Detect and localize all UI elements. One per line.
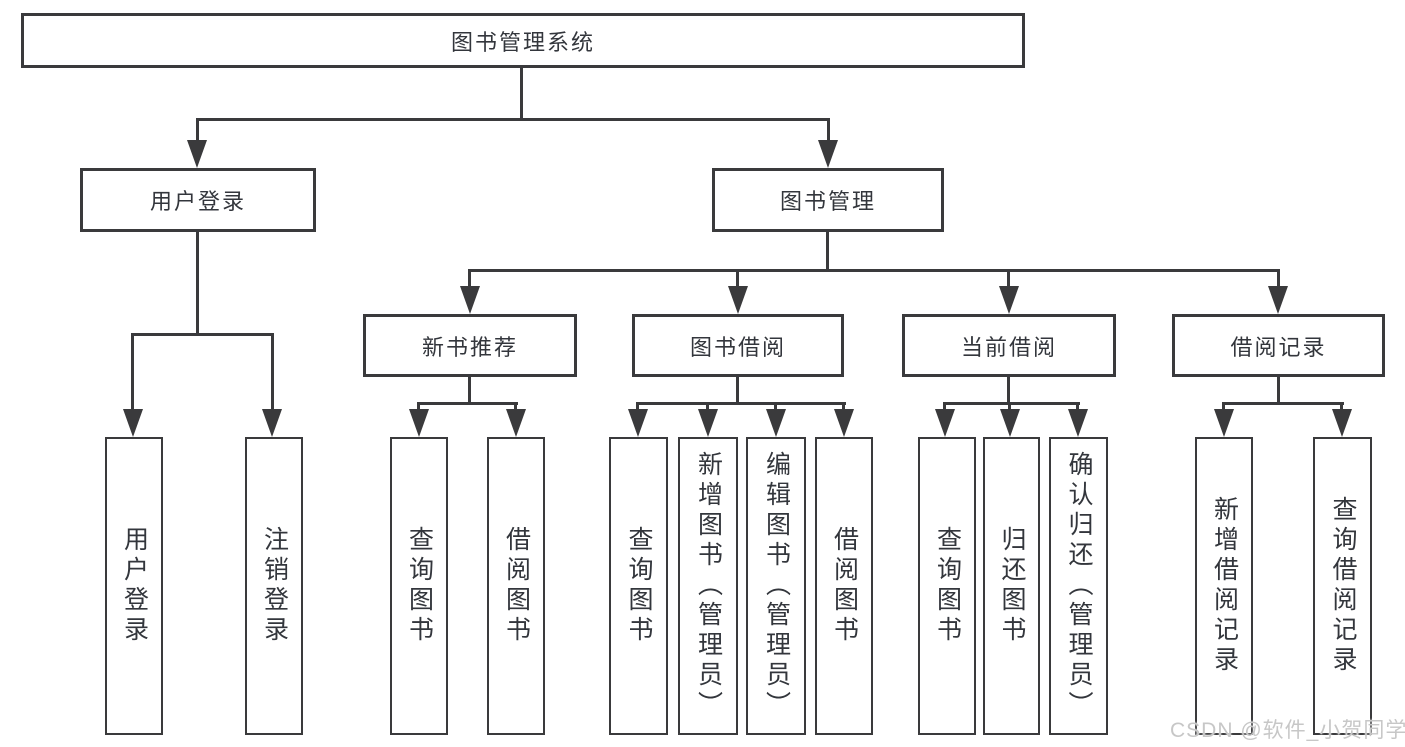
line-horizontal xyxy=(943,402,1080,405)
line-horizontal xyxy=(636,402,846,405)
leaf-label: 查询图书 xyxy=(933,526,962,646)
arrow-down-icon xyxy=(187,140,207,168)
line-vertical xyxy=(1277,377,1280,405)
leaf-label: 新增图书（管理员） xyxy=(694,451,723,721)
node-root-label: 图书管理系统 xyxy=(450,29,595,55)
arrow-down-icon xyxy=(728,286,748,314)
line-stem xyxy=(706,402,709,412)
node-book-borrowing: 图书借阅 xyxy=(632,314,844,377)
leaf-label: 借阅图书 xyxy=(830,526,859,646)
leaf-borrow-books-recommend: 借阅图书 xyxy=(487,437,545,735)
node-new-book-recommendation: 新书推荐 xyxy=(363,314,577,377)
node-root: 图书管理系统 xyxy=(21,13,1025,68)
node-label: 新书推荐 xyxy=(421,334,518,360)
node-book-management-label: 图书管理 xyxy=(779,189,876,214)
arrow-down-icon xyxy=(935,409,955,437)
arrow-down-icon xyxy=(506,409,526,437)
line-vertical xyxy=(826,232,829,272)
line-stem xyxy=(1008,402,1011,412)
leaf-query-books-recommend: 查询图书 xyxy=(390,437,448,735)
arrow-down-icon xyxy=(698,409,718,437)
arrow-down-icon xyxy=(834,409,854,437)
arrow-down-icon xyxy=(1268,286,1288,314)
leaf-add-book-admin: 新增图书（管理员） xyxy=(678,437,738,735)
line-vertical xyxy=(468,377,471,405)
line-root-vertical xyxy=(520,68,523,120)
watermark: CSDN @软件_小贺同学 xyxy=(1170,719,1405,742)
leaf-label: 用户登录 xyxy=(120,526,149,646)
arrow-down-icon xyxy=(1332,409,1352,437)
arrow-down-icon xyxy=(1000,409,1020,437)
line-stem xyxy=(468,269,471,289)
line-stem xyxy=(131,333,134,413)
leaf-query-books-borrowing: 查询图书 xyxy=(609,437,668,735)
arrow-down-icon xyxy=(766,409,786,437)
line-horizontal xyxy=(468,269,1280,272)
node-label: 当前借阅 xyxy=(960,334,1057,360)
arrow-down-icon xyxy=(628,409,648,437)
node-label: 图书借阅 xyxy=(689,334,786,360)
line-stem xyxy=(1277,269,1280,289)
arrow-down-icon xyxy=(123,409,143,437)
node-current-borrowing: 当前借阅 xyxy=(902,314,1116,377)
line-stem xyxy=(1222,402,1225,412)
leaf-edit-book-admin: 编辑图书（管理员） xyxy=(746,437,806,735)
leaf-borrow-books-borrowing: 借阅图书 xyxy=(815,437,873,735)
line-stem xyxy=(271,333,274,413)
line-horizontal xyxy=(1222,402,1344,405)
line-stem xyxy=(943,402,946,412)
line-stem xyxy=(774,402,777,412)
leaf-query-borrow-record: 查询借阅记录 xyxy=(1313,437,1372,735)
line-stem xyxy=(736,269,739,289)
line-vertical xyxy=(1007,377,1010,405)
leaf-label: 新增借阅记录 xyxy=(1210,496,1239,676)
line-stem xyxy=(1340,402,1343,412)
leaf-confirm-return-admin: 确认归还（管理员） xyxy=(1049,437,1108,735)
line-stem xyxy=(1007,269,1010,289)
arrow-down-icon xyxy=(1068,409,1088,437)
line-vertical xyxy=(736,377,739,405)
leaf-label: 确认归还（管理员） xyxy=(1065,451,1093,721)
line-stem xyxy=(1076,402,1079,412)
line-stem xyxy=(842,402,845,412)
node-label: 借阅记录 xyxy=(1230,334,1327,360)
leaf-label: 查询图书 xyxy=(405,526,434,646)
arrow-down-icon xyxy=(1214,409,1234,437)
leaf-label: 编辑图书（管理员） xyxy=(762,451,791,721)
line-horizontal xyxy=(131,333,274,336)
node-user-login: 用户登录 xyxy=(80,168,316,232)
line-stem-book-management xyxy=(827,118,830,144)
line-vertical xyxy=(196,232,199,336)
leaf-label: 注销登录 xyxy=(260,526,289,646)
leaf-label: 归还图书 xyxy=(998,526,1026,646)
leaf-add-borrow-record: 新增借阅记录 xyxy=(1195,437,1253,735)
arrow-down-icon xyxy=(999,286,1019,314)
leaf-user-login: 用户登录 xyxy=(105,437,163,735)
leaf-logout: 注销登录 xyxy=(245,437,303,735)
line-stem xyxy=(636,402,639,412)
line-stem xyxy=(417,402,420,412)
node-book-management: 图书管理 xyxy=(712,168,944,232)
arrow-down-icon xyxy=(818,140,838,168)
arrow-down-icon xyxy=(460,286,480,314)
leaf-label: 查询图书 xyxy=(625,526,653,646)
node-borrowing-records: 借阅记录 xyxy=(1172,314,1385,377)
leaf-return-books: 归还图书 xyxy=(983,437,1040,735)
leaf-label: 查询借阅记录 xyxy=(1329,496,1357,676)
leaf-query-books-current: 查询图书 xyxy=(918,437,976,735)
arrow-down-icon xyxy=(409,409,429,437)
line-root-horizontal xyxy=(196,118,830,121)
line-stem xyxy=(514,402,517,412)
arrow-down-icon xyxy=(262,409,282,437)
line-stem-user-login xyxy=(196,118,199,144)
leaf-label: 借阅图书 xyxy=(502,526,531,646)
node-user-login-label: 用户登录 xyxy=(149,189,246,214)
line-horizontal xyxy=(417,402,518,405)
